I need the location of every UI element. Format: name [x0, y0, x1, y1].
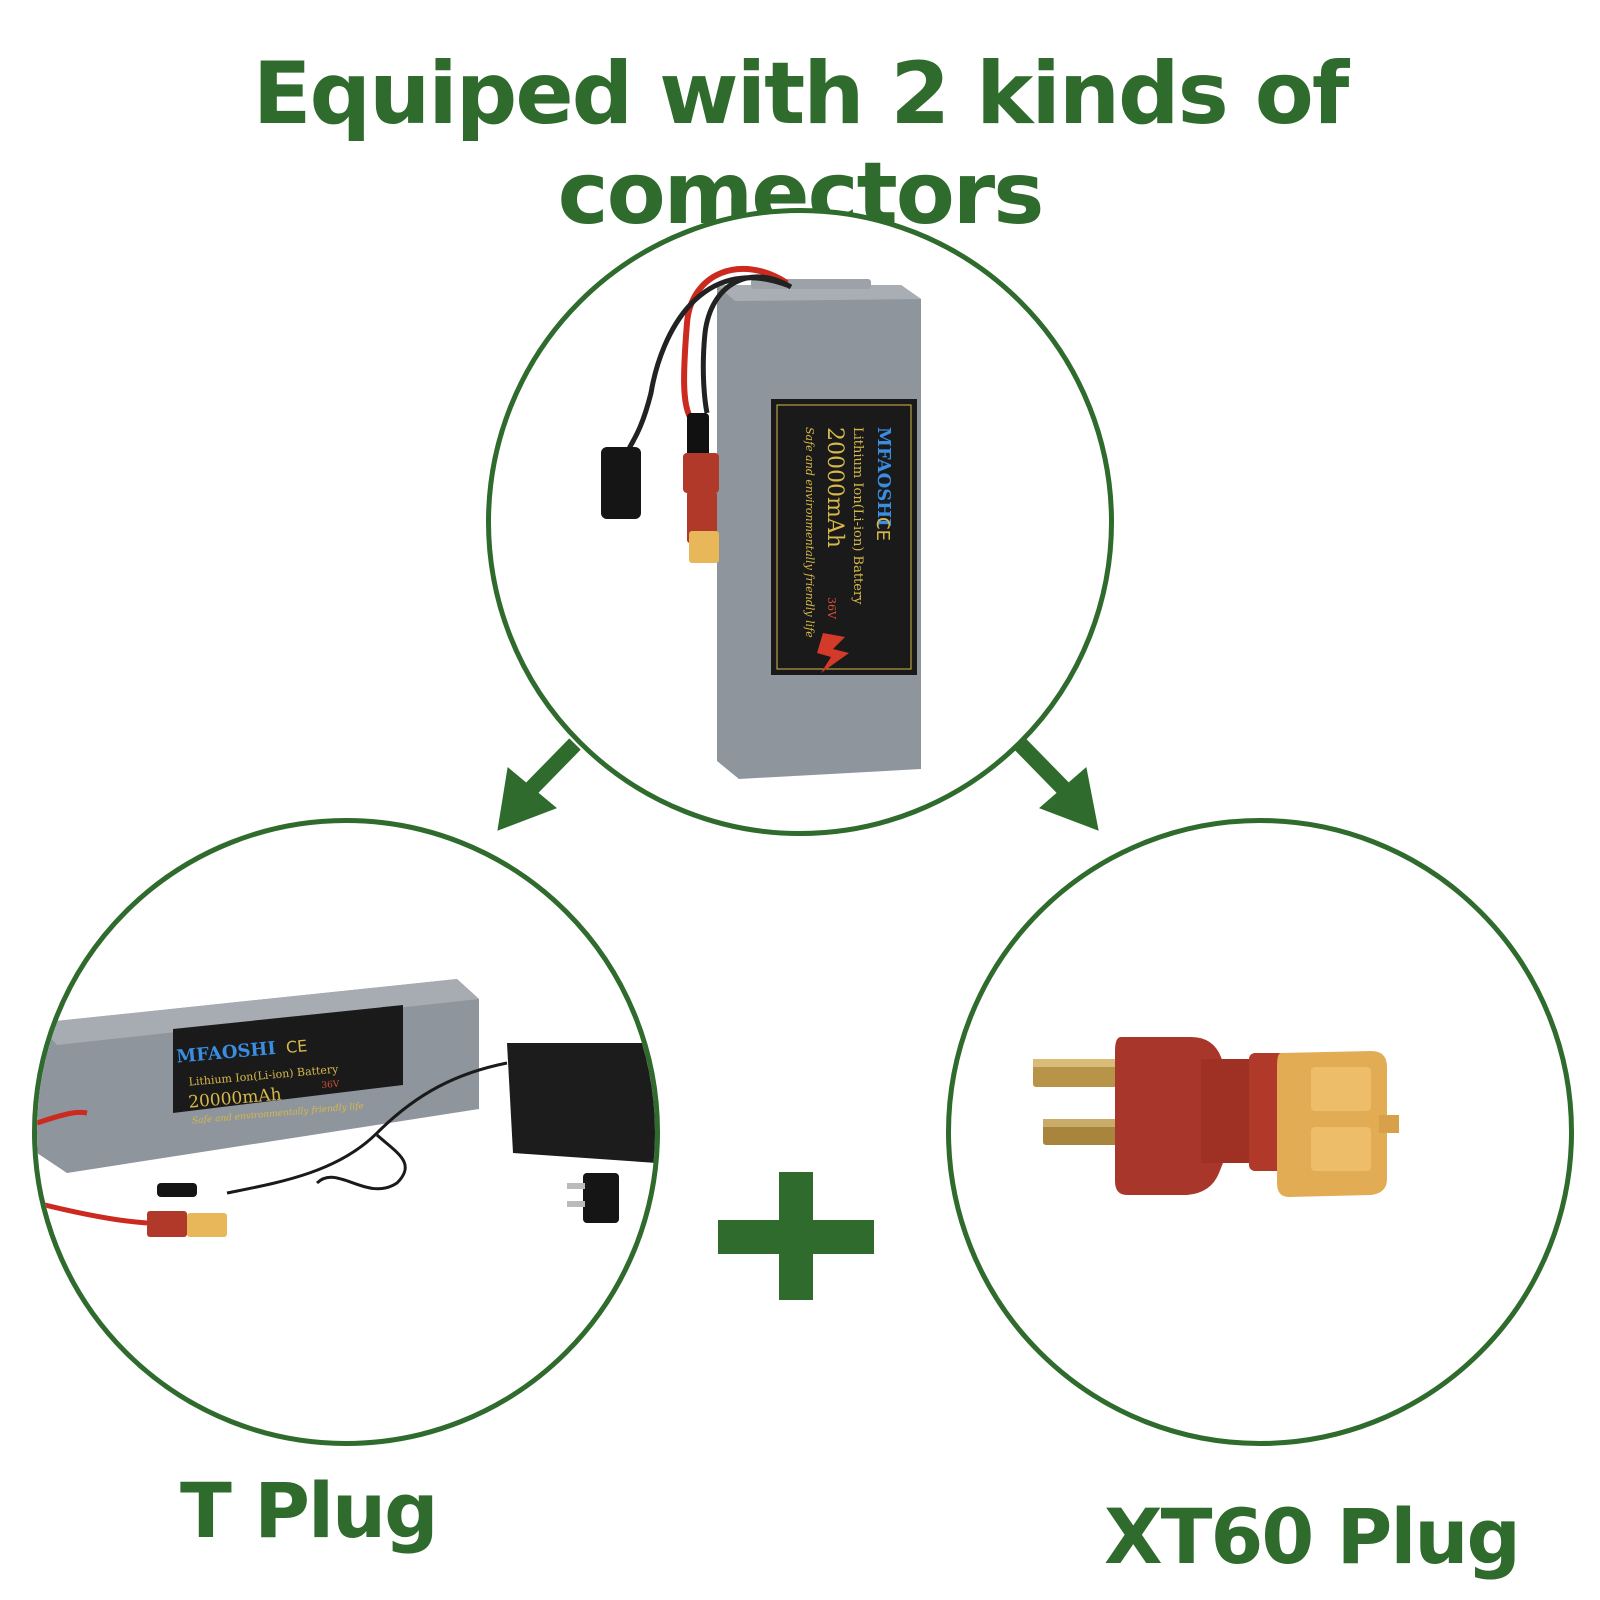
t-plug-icon	[683, 453, 719, 493]
battery-type: Lithium Ion(Li-ion) Battery	[850, 427, 865, 605]
t-plug-adapter-icon	[1115, 1037, 1227, 1195]
xt60-small-icon	[187, 1213, 227, 1237]
battery-capacity: 20000mAh	[822, 427, 847, 548]
ce-mark: CE	[872, 517, 893, 541]
battery-product-circle: MFAOSHI Lithium Ion(Li-ion) Battery 2000…	[486, 208, 1114, 836]
dc-jack-icon	[601, 447, 641, 519]
t-plug-small-icon	[147, 1211, 187, 1237]
battery-brand: MFAOSHI	[873, 427, 894, 527]
battery-voltage-side: 36V	[321, 1080, 340, 1092]
adapter-image	[1033, 1037, 1399, 1197]
t-plug-circle: MFAOSHI Lithium Ion(Li-ion) Battery 2000…	[32, 818, 660, 1446]
xt60-plug-label: XT60 Plug	[1104, 1492, 1521, 1581]
plus-icon	[718, 1172, 874, 1300]
battery-voltage: 36V	[825, 597, 838, 620]
t-plug-label: T Plug	[180, 1466, 439, 1555]
arrow-right-icon	[1014, 738, 1099, 831]
lightning-icon	[817, 633, 849, 673]
ce-mark-side: CE	[285, 1036, 308, 1057]
xt60-icon	[689, 531, 719, 563]
battery-slogan: Safe and environmentally friendly life	[803, 427, 816, 638]
battery-with-charger-image: MFAOSHI Lithium Ion(Li-ion) Battery 2000…	[37, 979, 655, 1237]
xt60-plug-circle	[946, 818, 1574, 1446]
charger-icon	[507, 1043, 655, 1163]
arrow-left-icon	[497, 738, 581, 831]
page-title: Equiped with 2 kinds of comectors	[252, 44, 1349, 244]
battery-upright-image: MFAOSHI Lithium Ion(Li-ion) Battery 2000…	[601, 265, 921, 779]
wall-plug-icon	[583, 1173, 619, 1223]
